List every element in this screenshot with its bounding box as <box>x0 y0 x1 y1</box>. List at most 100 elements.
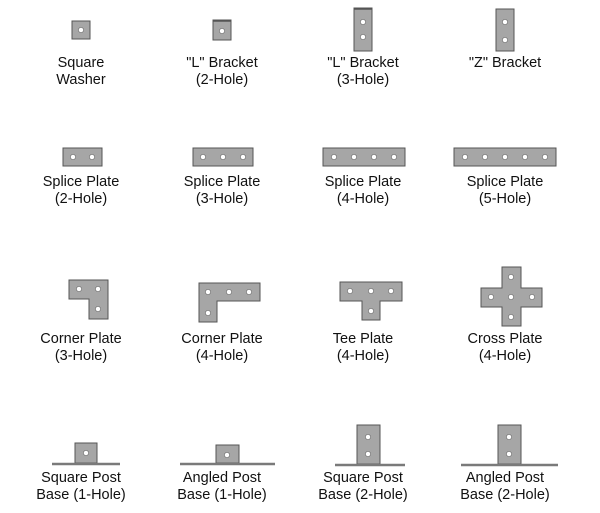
splice-plate-4-hole-shape <box>322 147 406 167</box>
square-washer-shape <box>71 20 91 40</box>
label-l-bracket-2-hole: "L" Bracket (2-Hole) <box>147 55 297 89</box>
label-line-1: "Z" Bracket <box>468 55 542 71</box>
bolt-hole <box>522 154 528 160</box>
bolt-hole <box>331 154 337 160</box>
plate <box>62 147 103 167</box>
label-splice-plate-5-hole: Splice Plate (5-Hole) <box>430 174 580 208</box>
bolt-hole <box>95 286 101 292</box>
label-square-post-base-2-hole: Square Post Base (2-Hole) <box>288 470 438 504</box>
label-line-1: Splice Plate <box>42 174 120 190</box>
bolt-hole <box>240 154 246 160</box>
bolt-hole <box>83 450 89 456</box>
bolt-hole <box>78 27 84 33</box>
splice-plate-5-hole-shape <box>453 147 557 167</box>
tee-plate-4-hole-shape <box>339 281 403 321</box>
bolt-hole <box>508 314 514 320</box>
label-square-washer: Square Washer <box>6 55 156 89</box>
bolt-hole <box>388 288 394 294</box>
cross-plate-4-hole-shape <box>480 266 543 327</box>
bolt-hole <box>368 308 374 314</box>
bolt-hole <box>488 294 494 300</box>
bolt-hole <box>506 434 512 440</box>
label-line-2: (5-Hole) <box>478 191 532 207</box>
label-line-1: "L" Bracket <box>186 55 258 71</box>
label-line-2: Base (2-Hole) <box>318 487 408 503</box>
bolt-hole <box>529 294 535 300</box>
bolt-hole <box>502 154 508 160</box>
label-line-1: Splice Plate <box>324 174 402 190</box>
label-line-2: (4-Hole) <box>478 348 532 364</box>
label-splice-plate-4-hole: Splice Plate (4-Hole) <box>288 174 438 208</box>
plate <box>322 147 406 167</box>
label-cross-plate-4-hole: Cross Plate (4-Hole) <box>430 331 580 365</box>
label-splice-plate-3-hole: Splice Plate (3-Hole) <box>147 174 297 208</box>
label-corner-plate-4-hole: Corner Plate (4-Hole) <box>147 331 297 365</box>
label-line-2: (3-Hole) <box>54 348 108 364</box>
plate <box>68 279 109 320</box>
z-bracket-shape <box>495 8 515 52</box>
bolt-hole <box>360 19 366 25</box>
label-line-1: Angled Post <box>182 470 262 486</box>
label-line-1: Cross Plate <box>467 331 543 347</box>
bolt-hole <box>219 28 225 34</box>
bolt-hole <box>365 434 371 440</box>
label-line-1: Square Post <box>41 470 121 486</box>
label-line-2: Base (1-Hole) <box>177 487 267 503</box>
bolt-hole <box>462 154 468 160</box>
label-tee-plate-4-hole: Tee Plate (4-Hole) <box>288 331 438 365</box>
label-l-bracket-3-hole: "L" Bracket (3-Hole) <box>288 55 438 89</box>
bolt-hole <box>70 154 76 160</box>
plate <box>339 281 403 321</box>
square-post-base-1-hole-shape <box>52 442 120 466</box>
label-line-2: Base (2-Hole) <box>460 487 550 503</box>
bolt-hole <box>220 154 226 160</box>
label-line-2: (3-Hole) <box>336 72 390 88</box>
label-line-1: Splice Plate <box>183 174 261 190</box>
bolt-hole <box>502 37 508 43</box>
bolt-hole <box>508 274 514 280</box>
label-z-bracket: "Z" Bracket <box>430 55 580 72</box>
label-line-2: Base (1-Hole) <box>36 487 126 503</box>
label-line-2: (3-Hole) <box>195 191 249 207</box>
bolt-hole <box>542 154 548 160</box>
bolt-hole <box>391 154 397 160</box>
bolt-hole <box>482 154 488 160</box>
splice-plate-2-hole-shape <box>62 147 103 167</box>
l-bracket-3-hole-shape <box>353 7 373 52</box>
label-line-1: Angled Post <box>465 470 545 486</box>
bolt-hole <box>205 310 211 316</box>
label-angled-post-base-2-hole: Angled Post Base (2-Hole) <box>430 470 580 504</box>
label-line-1: "L" Bracket <box>327 55 399 71</box>
bolt-hole <box>76 286 82 292</box>
bolt-hole <box>506 451 512 457</box>
bolt-hole <box>347 288 353 294</box>
bolt-hole <box>502 19 508 25</box>
label-corner-plate-3-hole: Corner Plate (3-Hole) <box>6 331 156 365</box>
plate <box>495 8 515 52</box>
label-line-1: Square <box>57 55 105 71</box>
label-splice-plate-2-hole: Splice Plate (2-Hole) <box>6 174 156 208</box>
bolt-hole <box>224 452 230 458</box>
label-line-1: Tee Plate <box>332 331 394 347</box>
label-line-1: Square Post <box>323 470 403 486</box>
bolt-hole <box>371 154 377 160</box>
bolt-hole <box>95 306 101 312</box>
label-line-2: (4-Hole) <box>195 348 249 364</box>
plate <box>198 282 261 323</box>
bolt-hole <box>351 154 357 160</box>
label-line-1: Corner Plate <box>40 331 122 347</box>
angled-post-base-2-hole-shape <box>461 424 558 467</box>
label-line-2: (4-Hole) <box>336 348 390 364</box>
bolt-hole <box>246 289 252 295</box>
label-line-1: Splice Plate <box>466 174 544 190</box>
label-line-2: (2-Hole) <box>195 72 249 88</box>
bolt-hole <box>89 154 95 160</box>
bolt-hole <box>365 451 371 457</box>
l-bracket-2-hole-shape <box>212 19 232 41</box>
corner-plate-3-hole-shape <box>68 279 109 320</box>
label-square-post-base-1-hole: Square Post Base (1-Hole) <box>6 470 156 504</box>
bolt-hole <box>360 34 366 40</box>
label-angled-post-base-1-hole: Angled Post Base (1-Hole) <box>147 470 297 504</box>
bolt-hole <box>368 288 374 294</box>
